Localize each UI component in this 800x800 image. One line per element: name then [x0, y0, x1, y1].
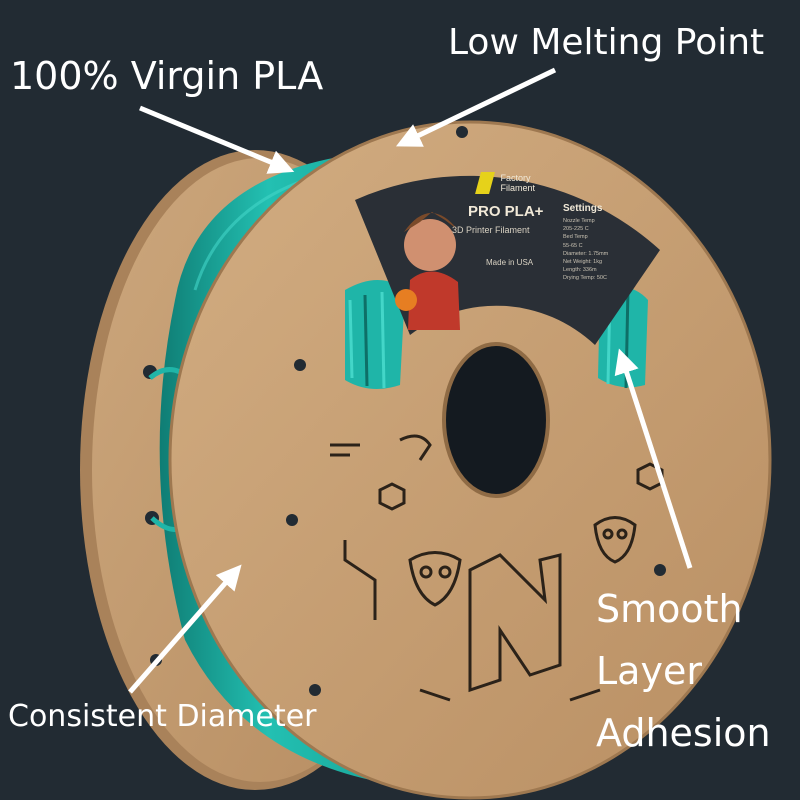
- settings-item: Drying Temp: 50C: [563, 275, 607, 282]
- settings-item: Length: 336m: [563, 267, 597, 274]
- settings-item: 55-65 C: [563, 242, 583, 249]
- brand-line-1: Factory: [500, 173, 531, 183]
- settings-item: Nozzle Temp: [563, 218, 595, 224]
- spool-label: [355, 175, 660, 345]
- callout-low-melting-point: Low Melting Point: [448, 22, 765, 63]
- settings-item: 205-225 C: [563, 226, 589, 233]
- made-in-label: Made in USA: [486, 258, 534, 267]
- spool-windows: [345, 280, 648, 389]
- product-subtitle: 3D Printer Filament: [452, 225, 530, 235]
- arrow-consistent-diameter: [128, 564, 242, 694]
- callout-smooth-layer-adhesion: Smooth Layer Adhesion: [596, 578, 771, 764]
- brand-line-2: Filament: [500, 183, 535, 193]
- settings-title: Settings: [563, 203, 603, 214]
- brand-logo: Factory Filament: [475, 172, 535, 194]
- callout-smooth-line-2: Layer: [596, 649, 702, 693]
- callout-consistent-diameter: Consistent Diameter: [8, 699, 317, 734]
- settings-item: Bed Temp: [563, 234, 588, 241]
- cardboard-print: [330, 434, 664, 702]
- settings-item: Net Weight: 1kg: [563, 259, 603, 266]
- callout-smooth-line-3: Adhesion: [596, 711, 771, 755]
- center-hole: [442, 342, 550, 498]
- callout-smooth-line-1: Smooth: [596, 587, 743, 631]
- product-name: PRO PLA+: [468, 203, 544, 220]
- callout-virgin-pla: 100% Virgin PLA: [10, 54, 324, 98]
- settings-item: Diameter: 1.75mm: [563, 250, 609, 257]
- arrow-virgin-pla: [139, 105, 295, 174]
- arrow-smooth-layer: [614, 348, 693, 569]
- arrow-low-melting: [395, 67, 557, 147]
- settings-list: Nozzle Temp 205-225 C Bed Temp 55-65 C D…: [563, 217, 608, 283]
